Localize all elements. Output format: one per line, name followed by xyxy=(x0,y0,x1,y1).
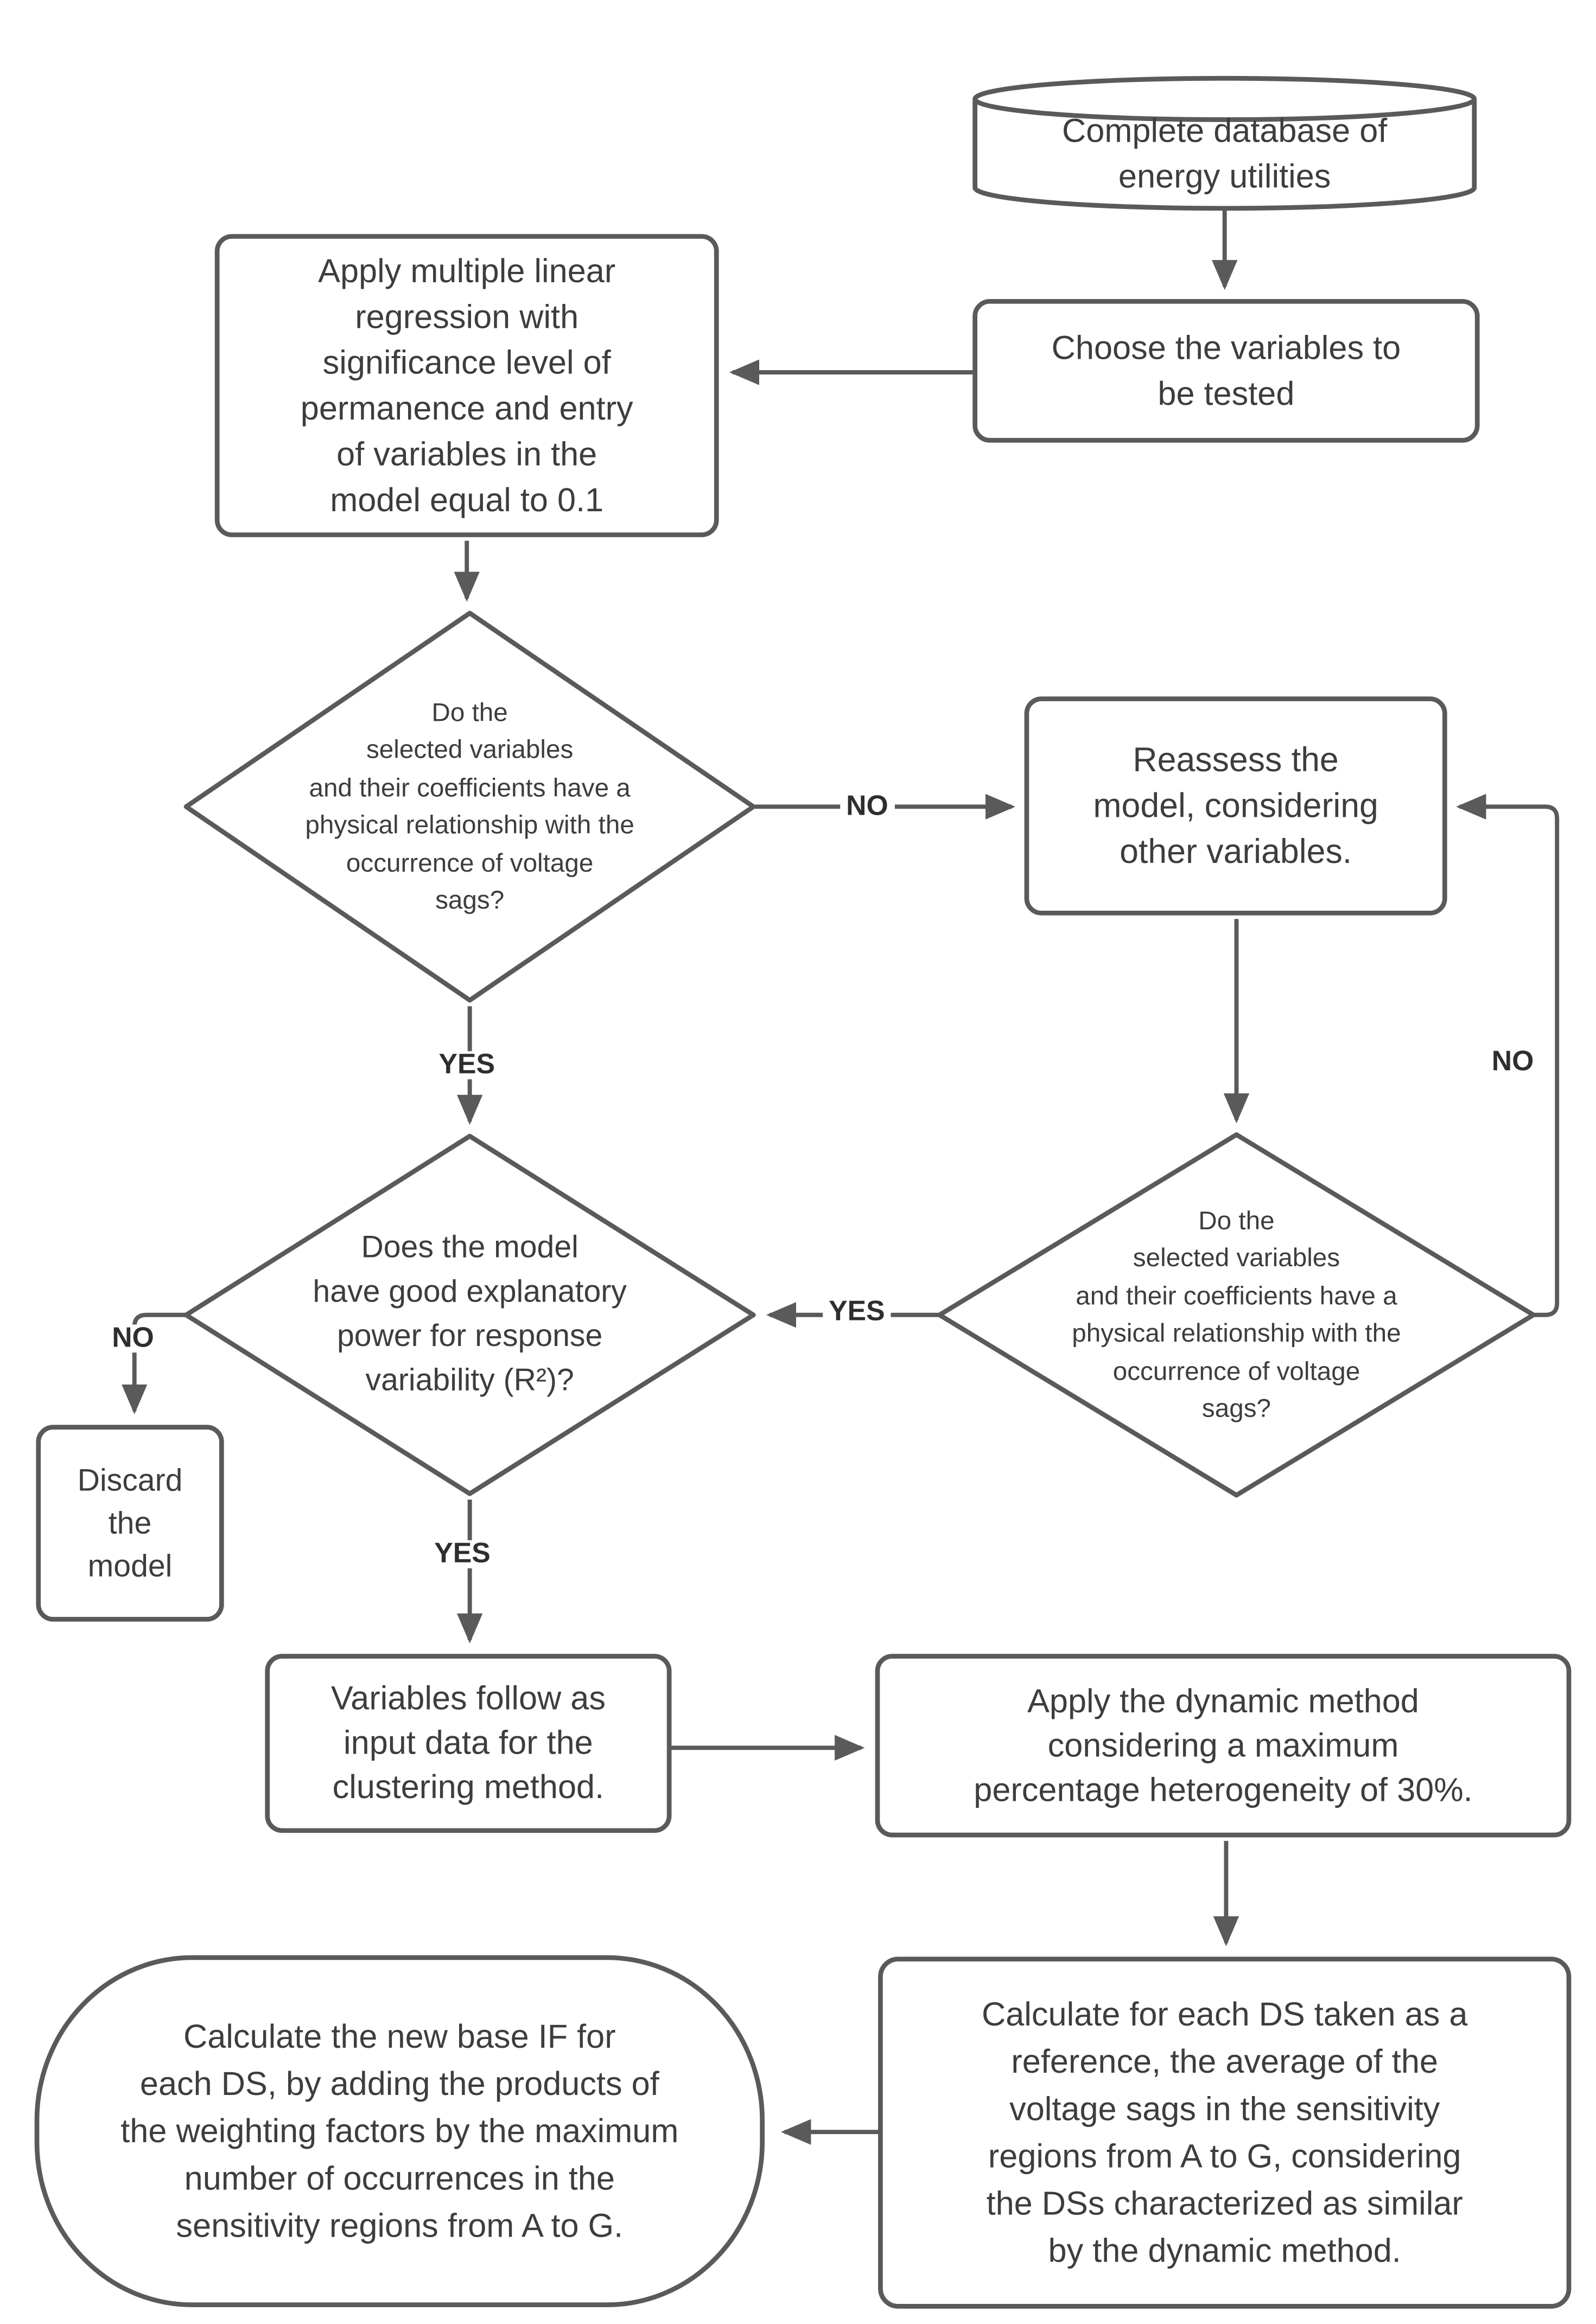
new-base-if-terminator-shape xyxy=(34,1955,765,2307)
branch-label-yes-decision1: YES xyxy=(433,1051,501,1080)
decision-r2-node-text: Does the model have good explanatory pow… xyxy=(313,1230,627,1398)
edge-decision2-no-to-reassess xyxy=(1456,793,1560,1317)
reassess-box-shape xyxy=(1024,696,1447,916)
decision2-diamond-shape xyxy=(937,1132,1536,1498)
variables-input-node-text: Variables follow as input data for the c… xyxy=(330,1680,606,1806)
flow-connectors xyxy=(122,208,1560,2145)
dynamic-method-node-text: Apply the dynamic method considering a m… xyxy=(974,1682,1473,1808)
branch-label-no-decision-r2: NO xyxy=(106,1324,160,1353)
database-cylinder-shape xyxy=(972,75,1477,211)
branch-label-no-decision2: NO xyxy=(1485,1048,1540,1077)
choose-variables-node-text: Choose the variables to be tested xyxy=(1051,329,1401,412)
choose-variables-box-shape xyxy=(972,299,1480,443)
calculate-ds-box-shape xyxy=(878,1957,1572,2309)
discard-box-shape xyxy=(36,1425,224,1622)
decision2-node-text: Do the selected variables and their coef… xyxy=(1072,1204,1401,1423)
decision1-node-text: Do the selected variables and their coef… xyxy=(305,696,634,915)
dynamic-box-shape xyxy=(875,1654,1572,1838)
branch-label-yes-decision-r2: YES xyxy=(428,1540,497,1569)
reassess-node-text: Reassess the model, considering other va… xyxy=(1093,740,1378,871)
decision-r2-diamond-shape xyxy=(183,1134,756,1496)
variables-box-shape xyxy=(265,1654,672,1833)
branch-label-yes-decision2: YES xyxy=(823,1298,891,1326)
discard-node-text: Discard the model xyxy=(77,1463,183,1583)
new-base-if-node-text: Calculate the new base IF for each DS, b… xyxy=(120,2017,679,2244)
regression-box-shape xyxy=(214,234,719,537)
regression-node-text: Apply multiple linear regression with si… xyxy=(300,252,633,519)
database-node-text: Complete database of energy utilities xyxy=(1062,112,1388,195)
calculate-ds-node-text: Calculate for each DS taken as a referen… xyxy=(981,1995,1468,2269)
decision1-diamond-shape xyxy=(183,611,756,1003)
branch-label-no-decision1: NO xyxy=(840,792,894,821)
